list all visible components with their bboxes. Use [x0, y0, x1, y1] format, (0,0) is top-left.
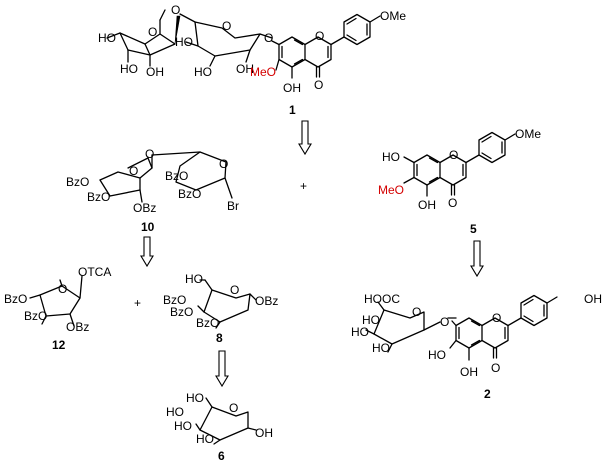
compound-2: HOOC HO HO HO O O O OH HO OH O 2: [351, 292, 602, 401]
c12-obz: OBz: [66, 320, 89, 334]
c2-oh-top: OH: [584, 292, 602, 306]
c2-cooh: HOOC: [364, 292, 400, 306]
c5-number: 5: [470, 222, 477, 236]
c12-bzo1: BzO: [4, 292, 27, 306]
c10-obz1: OBz: [133, 201, 156, 215]
c8-obz: OBz: [255, 294, 278, 308]
c1-glyc-o: O: [264, 31, 273, 45]
arrow-10-to-12-8: [140, 236, 154, 268]
c2-ho3: HO: [372, 341, 390, 355]
c1-oh2: HO: [120, 62, 138, 76]
c2-carbonyl: O: [491, 361, 500, 375]
c1-ome-top: OMe: [380, 9, 406, 23]
plus-1: +: [300, 179, 307, 193]
c10-bzo1: BzO: [66, 175, 89, 189]
c1-ring-o1: O: [148, 25, 157, 39]
c10-ring-o1: O: [129, 164, 138, 178]
c2-glyc-o: O: [440, 315, 449, 329]
c1-oh-bottom: OH: [283, 81, 301, 95]
c6-number: 6: [218, 449, 225, 463]
c5-carbonyl: O: [448, 196, 457, 210]
c2-ho2: HO: [351, 325, 369, 339]
c12-bzo2: BzO: [24, 309, 47, 323]
c2-ho-ring: HO: [428, 348, 446, 362]
c6-ring-o: O: [229, 401, 238, 415]
c6-ho3: HO: [174, 419, 192, 433]
arrow-8-to-6: [215, 350, 229, 388]
c1-ring-o2: O: [222, 19, 231, 33]
c10-link-o: O: [145, 147, 154, 161]
c2-number: 2: [484, 387, 491, 401]
c10-bzo4: BzO: [178, 187, 201, 201]
c1-oh4: HO: [175, 35, 193, 49]
c6-ho1: HO: [186, 391, 204, 405]
c8-bzo2: BzO: [170, 305, 193, 319]
compound-12: OTCA BzO BzO OBz O 12: [4, 265, 111, 352]
c5-ome-red: MeO: [378, 183, 404, 197]
c10-number: 10: [141, 220, 155, 234]
c6-oh: OH: [255, 426, 273, 440]
c2-oh-bottom: OH: [460, 365, 478, 379]
compound-5: HO O OMe MeO OH O 5: [378, 127, 541, 236]
c5-ome-top: OMe: [515, 127, 541, 141]
arrow-1-to-10: [298, 120, 312, 156]
c1-oh6: OH: [236, 62, 254, 76]
c8-bzo1: BzO: [163, 293, 186, 307]
c6-ho4: HO: [196, 432, 214, 446]
arrow-5-to-2: [470, 240, 484, 278]
c1-number: 1: [289, 103, 296, 117]
c8-ring-o: O: [230, 283, 239, 297]
c12-otca: OTCA: [78, 265, 111, 279]
c1-ome-red: MeO: [250, 65, 276, 79]
c8-ho: HO: [185, 272, 203, 286]
c1-link-o: O: [171, 3, 180, 17]
c6-ho2: HO: [166, 405, 184, 419]
compound-10: BzO BzO OBz BzO BzO Br O O O 10: [66, 147, 239, 234]
c12-number: 12: [52, 338, 66, 352]
c8-number: 8: [216, 331, 223, 345]
c8-bzo3: BzO: [196, 316, 219, 330]
c2-ring-o: O: [412, 305, 421, 319]
c12-ring-o: O: [58, 282, 67, 296]
plus-2: +: [134, 296, 141, 310]
c1-oh3: OH: [146, 65, 164, 79]
c2-ho1: HO: [362, 313, 380, 327]
c2-pyran-o: O: [492, 311, 501, 325]
compound-8: HO BzO BzO BzO OBz O 8: [163, 272, 278, 345]
c5-pyran-o: O: [449, 148, 458, 162]
compound-6: HO HO HO HO OH O 6: [166, 391, 273, 463]
c10-bzo3: BzO: [165, 169, 188, 183]
c5-ho: HO: [382, 150, 400, 164]
compound-1: HO HO OH HO HO OH O O O O O OMe MeO OH O…: [98, 3, 406, 117]
c5-oh: OH: [418, 198, 436, 212]
c10-ring-o2: O: [219, 157, 228, 171]
c1-oh5: HO: [194, 65, 212, 79]
c1-carbonyl: O: [314, 78, 323, 92]
c1-pyran-o: O: [315, 29, 324, 43]
c1-oh1: HO: [98, 31, 116, 45]
c10-br: Br: [227, 199, 239, 213]
c10-bzo2: BzO: [87, 190, 110, 204]
